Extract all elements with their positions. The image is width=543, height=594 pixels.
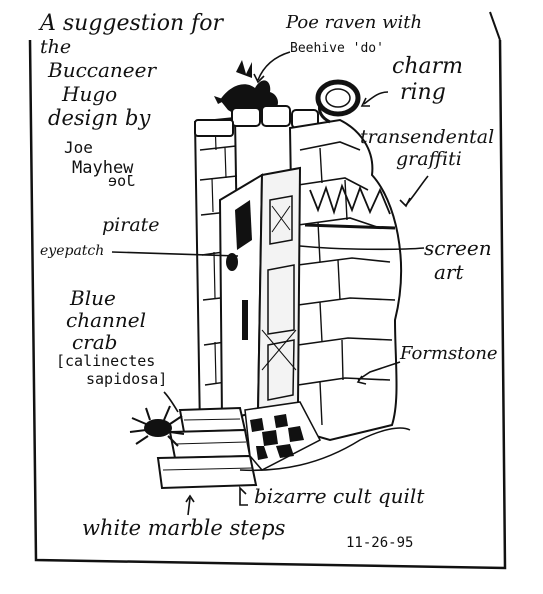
label-steps: white marble steps xyxy=(82,516,286,540)
tower-top-stones xyxy=(194,105,319,137)
label-screen-line1: screen xyxy=(424,236,492,260)
leader-lines xyxy=(111,51,429,516)
label-crab-line5: sapidosa] xyxy=(86,370,168,388)
title-line-2: the xyxy=(40,36,72,58)
label-raven-line2: Beehive 'do' xyxy=(290,41,384,56)
label-quilt: bizarre cult quilt xyxy=(254,484,425,508)
label-pirate-line1: pirate xyxy=(102,214,160,236)
date-label: 11-26-95 xyxy=(346,535,414,551)
signature-first: Joe xyxy=(64,138,93,157)
label-formstone: Formstone xyxy=(400,343,498,364)
label-crab-line3: crab xyxy=(72,330,118,354)
label-graffiti-line2: graffiti xyxy=(396,148,462,170)
cult-quilt xyxy=(244,401,322,471)
crab-icon xyxy=(129,405,185,447)
signature-mirrored: Joe xyxy=(108,172,136,190)
label-crab-line4: [calinectes xyxy=(56,352,156,370)
label-crab-line2: channel xyxy=(66,308,146,332)
label-charm-line2: ring xyxy=(400,80,446,105)
signature-last: Mayhew xyxy=(72,158,134,178)
tower-right-stones xyxy=(288,118,402,442)
central-rocket xyxy=(218,166,302,422)
label-raven-line1: Poe raven with xyxy=(286,12,423,33)
title-line-1: A suggestion for xyxy=(40,11,224,36)
page-border xyxy=(28,39,507,570)
label-crab-line1: Blue xyxy=(70,286,116,310)
title-line-3: Buccaneer xyxy=(48,58,157,82)
marble-steps xyxy=(156,406,258,490)
title-line-4: Hugo xyxy=(62,82,118,106)
label-charm-line1: charm xyxy=(392,54,463,79)
label-graffiti-line1: transendental xyxy=(360,126,495,148)
title-line-5: design by xyxy=(48,106,151,130)
label-screen-line2: art xyxy=(434,260,464,284)
label-pirate-line2: eyepatch xyxy=(40,243,105,259)
charm-ring-icon xyxy=(315,79,361,124)
